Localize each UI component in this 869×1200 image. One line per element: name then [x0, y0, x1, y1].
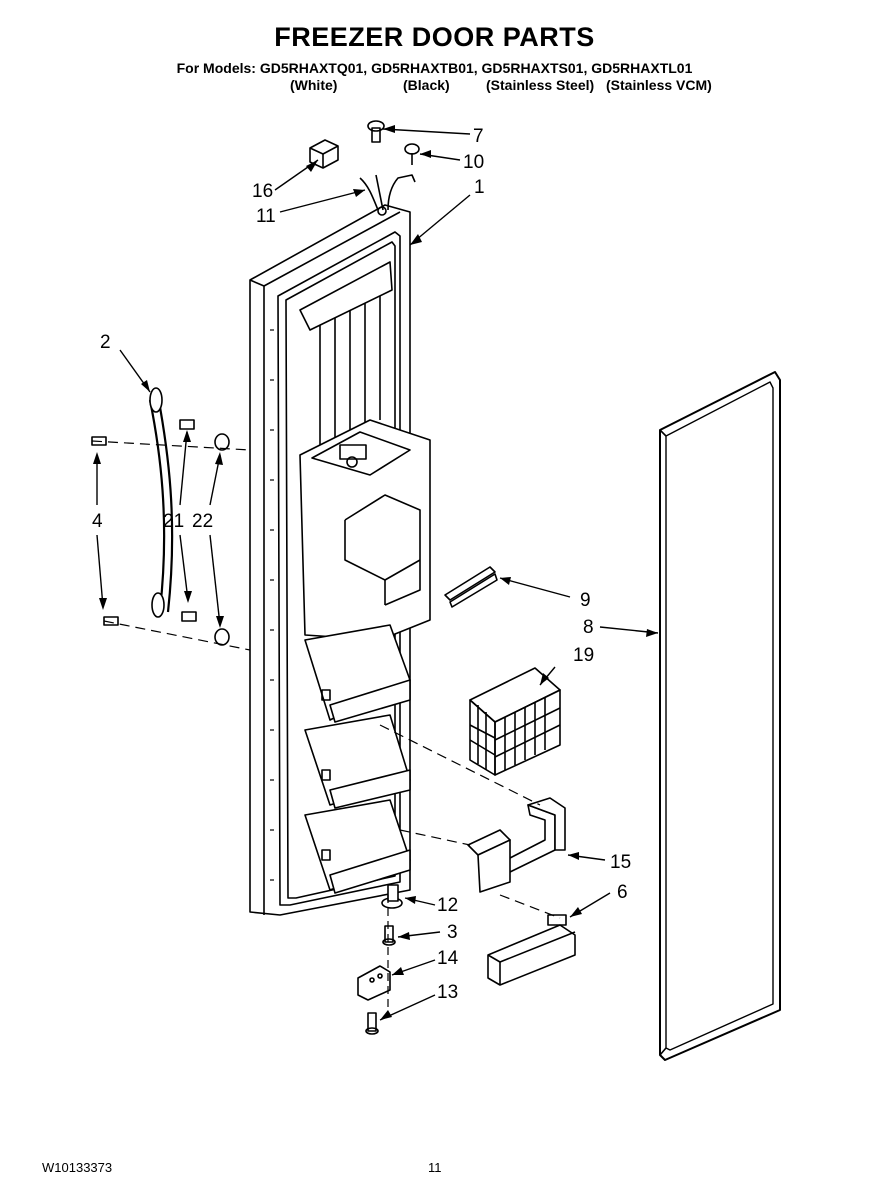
finish-white: (White)	[290, 77, 338, 93]
bin-bracket-part-15	[467, 797, 566, 893]
arrow-heads	[93, 125, 658, 1020]
callout-3: 3	[447, 922, 458, 943]
screw-part-7	[367, 120, 385, 143]
callout-10: 10	[463, 152, 484, 173]
freezer-door-part-1	[249, 174, 431, 916]
document-number: W10133373	[42, 1160, 113, 1175]
callout-19: 19	[573, 645, 594, 666]
hinge-part-14	[357, 965, 391, 1001]
callout-9: 9	[580, 590, 591, 611]
door-handle-part-2	[148, 387, 174, 618]
callout-14: 14	[437, 948, 459, 969]
door-gasket-part-8	[659, 371, 781, 1061]
screw-part-13	[365, 1012, 379, 1035]
models-line: For Models: GD5RHAXTQ01, GD5RHAXTB01, GD…	[176, 60, 693, 76]
callout-21: 21	[163, 511, 184, 532]
callout-22: 22	[192, 511, 213, 532]
spacer-part-22-bottom	[214, 628, 230, 646]
callout-7: 7	[473, 126, 484, 147]
callout-6: 6	[617, 882, 628, 903]
page-number: 11	[428, 1160, 442, 1175]
callout-8: 8	[583, 617, 594, 638]
finish-stainless-vcm: (Stainless VCM)	[606, 77, 712, 93]
callout-13: 13	[437, 982, 458, 1003]
callout-2: 2	[100, 332, 111, 353]
trim-strip-part-9	[444, 566, 498, 608]
hinge-pin-part-12	[381, 884, 403, 909]
callout-16: 16	[252, 181, 273, 202]
door-bin-part-6	[487, 914, 576, 986]
finish-stainless-steel: (Stainless Steel)	[486, 77, 595, 93]
screw-part-21-top	[179, 419, 195, 430]
callout-1: 1	[474, 177, 485, 198]
screw-part-10	[404, 143, 420, 165]
page-title: FREEZER DOOR PARTS	[274, 22, 595, 52]
spacer-part-22-top	[214, 433, 230, 451]
finish-black: (Black)	[403, 77, 450, 93]
callout-4: 4	[92, 511, 103, 532]
callout-15: 15	[610, 852, 631, 873]
screw-part-3	[382, 925, 396, 946]
callout-11: 11	[256, 206, 276, 227]
callout-12: 12	[437, 895, 458, 916]
screw-part-21-bottom	[181, 611, 197, 622]
wire-basket-part-19	[469, 667, 561, 776]
